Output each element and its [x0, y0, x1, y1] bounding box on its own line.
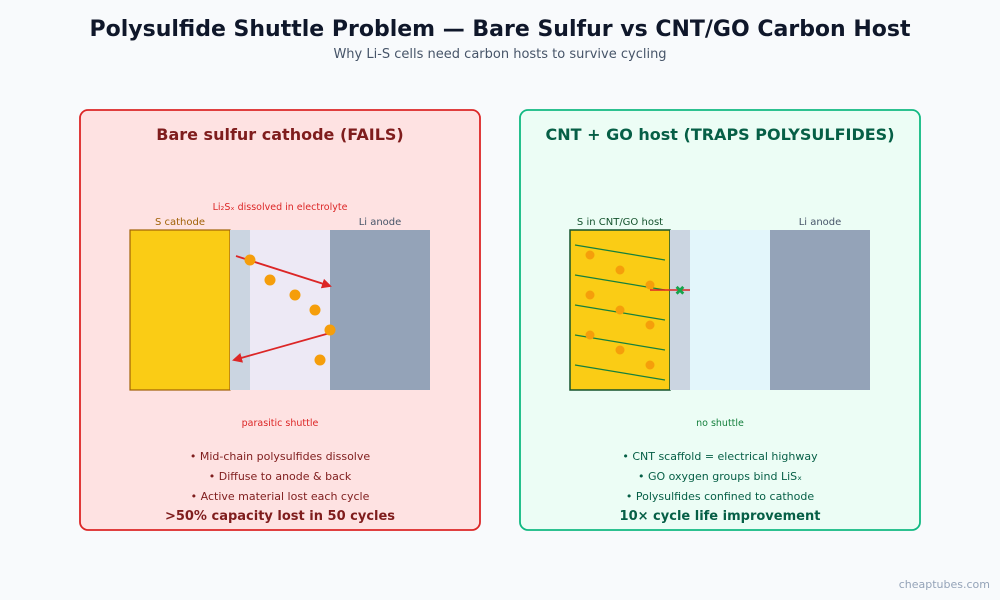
- cnt-go-bullet: • CNT scaffold = electrical highway: [622, 450, 818, 463]
- page-subtitle: Why Li-S cells need carbon hosts to surv…: [333, 47, 666, 62]
- cnt-go-bullet: • Polysulfides confined to cathode: [626, 490, 814, 503]
- trapped-polysulfide-dot: [645, 320, 655, 330]
- trapped-polysulfide-dot: [645, 360, 655, 370]
- li-anode-block-left: [330, 230, 430, 390]
- li-anode-block-right: [770, 230, 870, 390]
- block-x-icon: ✖: [675, 284, 686, 299]
- polysulfide-dot: [309, 304, 321, 316]
- watermark: cheaptubes.com: [899, 578, 990, 591]
- separator-left: [230, 230, 250, 390]
- bare-sulfur-panel: Bare sulfur cathode (FAILS) Li₂Sₓ dissol…: [79, 109, 481, 531]
- cnt-fiber: [574, 364, 666, 381]
- cnt-scaffold: [574, 244, 666, 381]
- polysulfide-dot: [314, 354, 326, 366]
- cnt-go-panel: CNT + GO host (TRAPS POLYSULFIDES) S in …: [519, 109, 921, 531]
- parasitic-shuttle-label: parasitic shuttle: [242, 418, 319, 429]
- no-shuttle-label: no shuttle: [696, 418, 744, 429]
- bare-sulfur-conclusion: >50% capacity lost in 50 cycles: [165, 509, 395, 524]
- s-host-label: S in CNT/GO host: [577, 217, 663, 228]
- trapped-polysulfide-dot: [585, 330, 595, 340]
- separator-right: [670, 230, 690, 390]
- electrolyte-region-right: [690, 230, 770, 390]
- trapped-polysulfide-dot: [585, 290, 595, 300]
- bare-sulfur-bullet: • Active material lost each cycle: [191, 490, 370, 503]
- bare-sulfur-panel-title: Bare sulfur cathode (FAILS): [156, 125, 403, 144]
- page-title: Polysulfide Shuttle Problem — Bare Sulfu…: [89, 17, 911, 42]
- bare-sulfur-bullet: • Diffuse to anode & back: [209, 470, 352, 483]
- cnt-go-panel-title: CNT + GO host (TRAPS POLYSULFIDES): [545, 125, 894, 144]
- polysulfide-dot: [244, 254, 256, 266]
- bare-sulfur-bullet: • Mid-chain polysulfides dissolve: [190, 450, 371, 463]
- trapped-polysulfide-dot: [615, 265, 625, 275]
- electrolyte-label: Li₂Sₓ dissolved in electrolyte: [213, 202, 348, 213]
- shuttle-arrow-back: [232, 332, 331, 363]
- s-cathode-block: [129, 229, 231, 391]
- cnt-fiber: [574, 244, 666, 261]
- polysulfide-dot: [324, 324, 336, 336]
- cnt-go-conclusion: 10× cycle life improvement: [620, 509, 821, 524]
- trapped-polysulfide-dot: [645, 280, 655, 290]
- polysulfide-dot: [289, 289, 301, 301]
- s-cathode-label: S cathode: [155, 217, 205, 228]
- trapped-polysulfide-dot: [615, 345, 625, 355]
- trapped-polysulfide-dot: [615, 305, 625, 315]
- trapped-polysulfide-dot: [585, 250, 595, 260]
- li-anode-label-right: Li anode: [799, 217, 842, 228]
- li-anode-label-left: Li anode: [359, 217, 402, 228]
- cnt-go-bullet: • GO oxygen groups bind LiSₓ: [638, 470, 802, 483]
- polysulfide-dot: [264, 274, 276, 286]
